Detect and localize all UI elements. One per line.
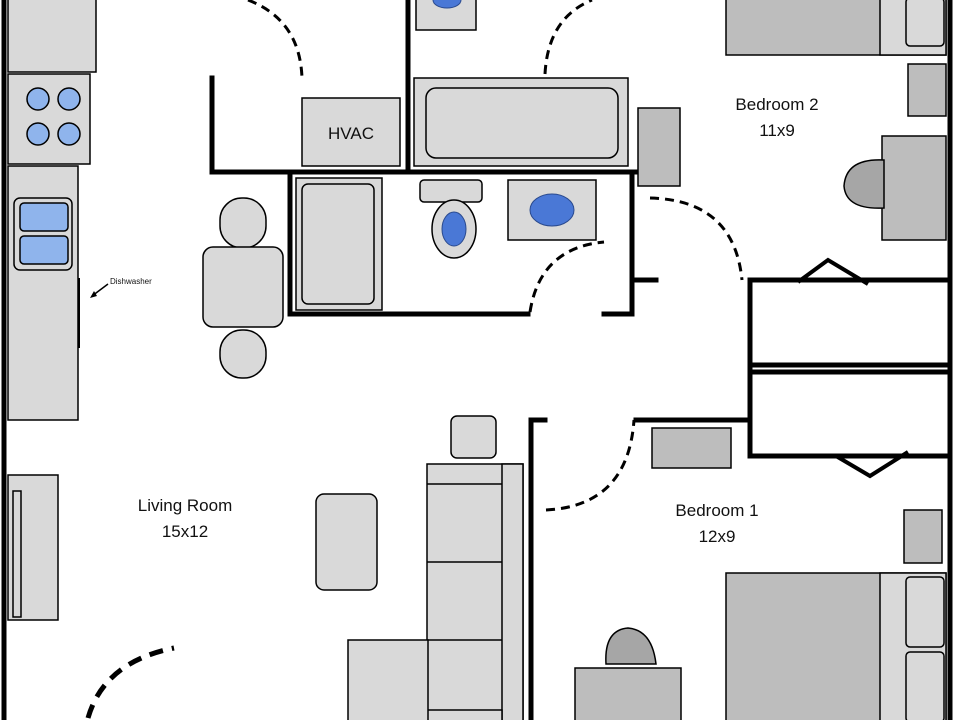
bedroom1-size: 12x9 xyxy=(699,527,736,546)
arrow-head-icon xyxy=(90,291,97,298)
toilet-tank xyxy=(419,179,483,203)
sofa-chaise xyxy=(347,639,429,720)
pillow xyxy=(905,576,945,648)
tv xyxy=(12,490,22,618)
sink-basin xyxy=(19,235,69,265)
end-table xyxy=(450,415,497,459)
desk-chair xyxy=(605,627,657,665)
closet2-bifold-door xyxy=(796,257,870,286)
bedroom-1: Bedroom 1 12x9 xyxy=(574,427,947,720)
hvac-unit: HVAC xyxy=(301,97,401,167)
living-room: Living Room 15x12 xyxy=(7,415,524,720)
vanity-sink xyxy=(529,193,575,227)
bedroom1-door-swing xyxy=(545,419,636,512)
bedroom1-name: Bedroom 1 xyxy=(675,501,758,520)
pillow xyxy=(905,651,945,720)
toilet-water xyxy=(441,211,467,247)
burner-icon xyxy=(57,87,81,111)
hvac-label: HVAC xyxy=(328,124,374,143)
hvac-door-swing xyxy=(247,0,304,79)
doors xyxy=(85,0,910,719)
bedroom2-door-swing xyxy=(649,196,744,281)
bedroom2-size: 11x9 xyxy=(759,121,795,140)
bedroom1-west-wall xyxy=(528,417,548,720)
dresser xyxy=(651,427,732,469)
sink-basin xyxy=(19,202,69,232)
sofa-arm xyxy=(426,709,503,720)
dishwasher-label: Dishwasher xyxy=(110,277,152,286)
coffee-table xyxy=(315,493,378,591)
hall-door-swing xyxy=(543,0,593,75)
dining-set xyxy=(202,197,284,379)
entry-door-swing xyxy=(85,645,175,719)
hvac-box xyxy=(301,97,401,167)
nightstand xyxy=(907,63,947,117)
hvac-closet-wall xyxy=(209,75,409,175)
main-bathroom xyxy=(295,177,597,311)
bathroom-door-swing xyxy=(528,240,605,313)
sofa-back xyxy=(501,463,524,720)
pillow xyxy=(905,0,945,47)
burner-icon xyxy=(57,122,81,146)
desk xyxy=(574,667,682,720)
shower-pan xyxy=(301,183,375,305)
kitchen: Dishwasher xyxy=(7,0,152,421)
dining-chair xyxy=(219,197,267,249)
dresser xyxy=(637,107,681,187)
dining-chair xyxy=(219,329,267,379)
desk xyxy=(881,135,947,241)
toilet-bowl xyxy=(432,0,462,9)
refrigerator xyxy=(7,0,97,73)
nightstand xyxy=(903,509,943,564)
bathtub-basin xyxy=(425,87,619,159)
desk-chair xyxy=(843,159,885,209)
living-room-name: Living Room xyxy=(138,496,233,515)
living-room-size: 15x12 xyxy=(162,522,208,541)
closet1-bifold-door xyxy=(834,450,910,479)
hall-bath xyxy=(413,0,629,167)
bedroom-2: Bedroom 2 11x9 xyxy=(637,0,947,241)
bathroom-west-south-wall xyxy=(287,173,531,317)
stove xyxy=(7,73,91,165)
burner-icon xyxy=(26,87,50,111)
dining-table xyxy=(202,246,284,328)
burner-icon xyxy=(26,122,50,146)
bedroom2-name: Bedroom 2 xyxy=(735,95,818,114)
